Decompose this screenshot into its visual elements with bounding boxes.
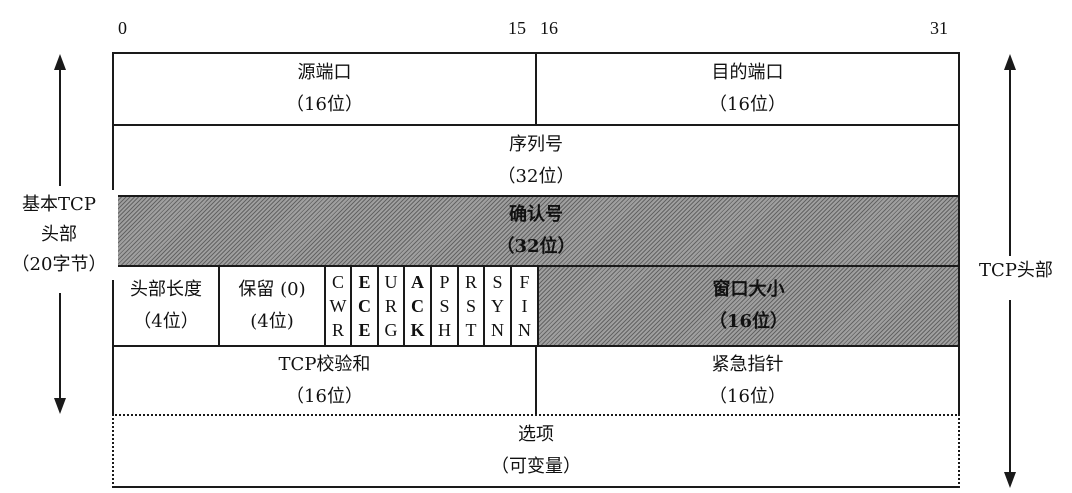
- basic-header-label: 基本TCP 头部 （20字节）: [0, 190, 118, 280]
- reserved-field: 保留 (0) (4位): [218, 265, 326, 347]
- flag-syn: S Y N: [483, 265, 512, 347]
- flag-char: R: [384, 296, 397, 316]
- urgent-pointer-field: 紧急指针 （16位）: [535, 345, 960, 416]
- flag-char: S: [439, 296, 450, 316]
- reserved-name: 保留 (0): [238, 279, 306, 300]
- flag-char: P: [439, 272, 450, 292]
- flag-char: K: [410, 320, 425, 340]
- bit-label-31: 31: [930, 18, 948, 38]
- left-bracket-line-top: [59, 66, 61, 186]
- flag-char: C: [358, 296, 371, 316]
- flag-ece: E C E: [350, 265, 379, 347]
- flag-char: E: [358, 272, 371, 292]
- basic-header-line2: 头部: [41, 224, 77, 245]
- window-size-size: （16位）: [708, 311, 789, 332]
- dest-port-name: 目的端口: [711, 62, 784, 83]
- dest-port-size: （16位）: [709, 94, 786, 115]
- flag-cwr: C W R: [324, 265, 352, 347]
- flag-char: Y: [491, 296, 504, 316]
- source-port-field: 源端口 （16位）: [112, 52, 537, 126]
- header-length-field: 头部长度 （4位）: [112, 265, 220, 347]
- checksum-size: （16位）: [286, 385, 363, 407]
- flag-char: T: [465, 320, 477, 340]
- right-bracket-line-top: [1009, 66, 1011, 256]
- urgent-pointer-name: 紧急指针: [711, 353, 784, 375]
- flag-char: R: [464, 272, 477, 292]
- source-port-size: （16位）: [286, 94, 363, 115]
- ack-number-size: （32位）: [496, 236, 576, 257]
- sequence-number-size: （32位）: [497, 165, 575, 187]
- bit-label-15: 15: [508, 18, 526, 38]
- bit-label-0: 0: [118, 18, 127, 38]
- flag-urg: U R G: [377, 265, 405, 347]
- flag-char: F: [519, 272, 530, 292]
- window-size-field: 窗口大小 （16位）: [537, 265, 960, 347]
- flag-char: W: [329, 296, 347, 316]
- header-length-name: 头部长度: [130, 279, 202, 300]
- tcp-header-line1: TCP头部: [979, 260, 1053, 281]
- flag-psh: P S H: [430, 265, 459, 347]
- checksum-name: TCP校验和: [278, 353, 371, 375]
- flag-rst: R S T: [457, 265, 485, 347]
- options-field: 选项 （可变量）: [112, 414, 960, 488]
- arrow-up-icon: [54, 54, 66, 70]
- flag-char: U: [384, 272, 398, 292]
- flag-char: N: [518, 320, 531, 340]
- ack-number-field: 确认号 （32位）: [112, 195, 960, 267]
- sequence-number-field: 序列号 （32位）: [112, 124, 960, 197]
- flag-char: R: [331, 320, 344, 340]
- source-port-name: 源端口: [297, 62, 352, 83]
- flag-ack: A C K: [403, 265, 432, 347]
- header-length-size: （4位）: [133, 311, 199, 332]
- arrow-down-icon: [54, 398, 66, 414]
- dest-port-field: 目的端口 （16位）: [535, 52, 960, 126]
- flag-char: C: [331, 272, 344, 292]
- options-size: （可变量）: [491, 456, 581, 477]
- flag-char: A: [411, 272, 424, 292]
- tcp-header-label: TCP头部: [962, 256, 1070, 286]
- ack-number-name: 确认号: [509, 204, 563, 225]
- flag-char: C: [411, 296, 424, 316]
- reserved-size: (4位): [250, 311, 294, 332]
- flag-char: I: [521, 296, 528, 316]
- bit-label-16: 16: [540, 18, 558, 38]
- arrow-up-icon: [1004, 54, 1016, 70]
- basic-header-line1: 基本TCP: [22, 194, 96, 215]
- window-size-name: 窗口大小: [712, 279, 785, 300]
- flag-char: S: [465, 296, 476, 316]
- basic-header-line3: （20字节）: [11, 254, 107, 275]
- right-bracket-line-bottom: [1009, 300, 1011, 474]
- flag-char: G: [384, 320, 398, 340]
- arrow-down-icon: [1004, 472, 1016, 488]
- urgent-pointer-size: （16位）: [709, 385, 786, 407]
- flag-char: N: [491, 320, 504, 340]
- sequence-number-name: 序列号: [509, 133, 563, 155]
- options-name: 选项: [518, 424, 554, 445]
- flag-char: S: [492, 272, 503, 292]
- left-bracket-line-bottom: [59, 293, 61, 401]
- flag-fin: F I N: [510, 265, 539, 347]
- flag-char: E: [358, 320, 371, 340]
- flag-char: H: [438, 320, 451, 340]
- checksum-field: TCP校验和 （16位）: [112, 345, 537, 416]
